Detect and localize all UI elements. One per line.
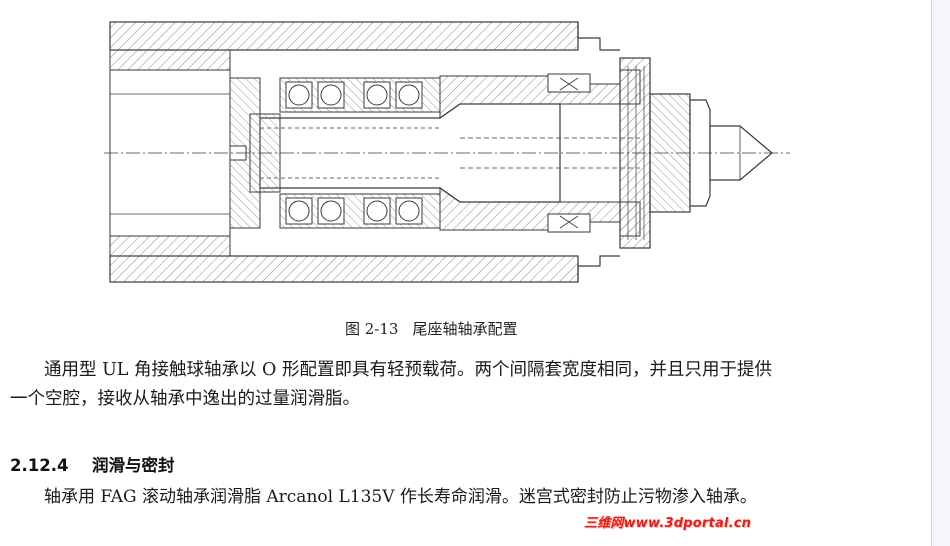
- figure-caption: 图 2-13 尾座轴轴承配置: [345, 318, 517, 339]
- live-center-point: [709, 125, 773, 181]
- housing-bottom: [109, 235, 620, 283]
- front-housing: [439, 69, 641, 237]
- page-edge-divider: [931, 0, 932, 546]
- page-margin: [932, 0, 950, 546]
- section-number: 2.12.4: [10, 456, 69, 475]
- section-heading: 2.12.4 润滑与密封: [10, 452, 175, 476]
- site-watermark: 三维网www.3dportal.cn: [584, 516, 752, 531]
- paragraph-line-1: 通用型 UL 角接触球轴承以 O 形配置即具有轻预载荷。两个间隔套宽度相同，并且…: [44, 360, 772, 380]
- figure-caption-text: 尾座轴轴承配置: [412, 320, 518, 338]
- housing-top: [109, 21, 620, 71]
- paragraph-line-2: 一个空腔，接收从轴承中逸出的过量润滑脂。: [10, 389, 360, 409]
- lower-bearing-row: [279, 193, 441, 229]
- section-title: 润滑与密封: [92, 456, 175, 475]
- tailstock-bearing-drawing: [104, 21, 790, 283]
- body-paragraph: 通用型 UL 角接触球轴承以 O 形配置即具有轻预载荷。两个间隔套宽度相同，并且…: [10, 356, 890, 414]
- spindle: [249, 103, 640, 203]
- upper-bearing-row: [279, 77, 441, 113]
- section-body: 轴承用 FAG 滚动轴承润滑脂 Arcanol L135V 作长寿命润滑。迷宫式…: [44, 487, 757, 507]
- figure-caption-number: 图 2-13: [345, 320, 399, 338]
